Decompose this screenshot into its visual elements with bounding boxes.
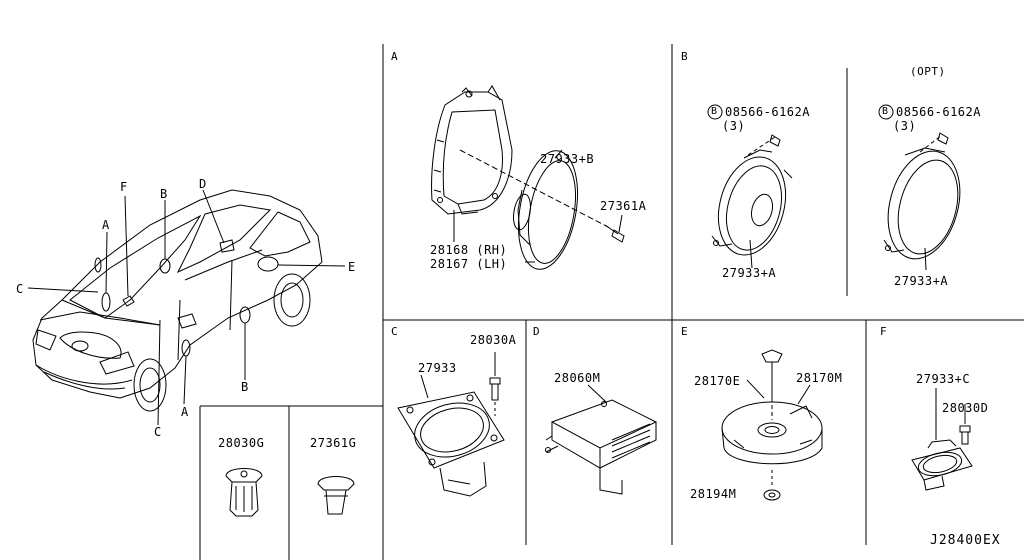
- section-b-letter: B: [681, 50, 688, 63]
- callout-b-bottom: B: [241, 380, 249, 394]
- section-d-drawing: [545, 384, 658, 495]
- part-27933-b: 27933+B: [540, 152, 595, 166]
- part-27933-a-right: 27933+A: [894, 274, 949, 288]
- section-f-letter: F: [880, 325, 887, 338]
- callout-e: E: [348, 260, 356, 274]
- section-f-drawing: [911, 388, 973, 491]
- section-d-letter: D: [533, 325, 540, 338]
- section-b-drawing: [711, 132, 961, 271]
- part-28030a: 28030A: [470, 333, 517, 347]
- section-g-drawing: [225, 468, 355, 517]
- part-27933-c: 27933+C: [916, 372, 971, 386]
- vehicle-overview: [27, 189, 346, 426]
- bolt-symbol-left: B: [711, 106, 718, 117]
- part-28030g: 28030G: [218, 436, 265, 450]
- part-08566-6162a-right: 08566-6162A: [896, 105, 981, 119]
- section-e-drawing: [721, 349, 823, 501]
- qty-left: (3): [722, 119, 746, 133]
- section-e-letter: E: [681, 325, 688, 338]
- callout-a-bottom: A: [181, 405, 189, 419]
- part-27933-a-left: 27933+A: [722, 266, 777, 280]
- part-28170m: 28170M: [796, 371, 843, 385]
- part-28168-rh: 28168 (RH): [430, 243, 508, 257]
- callout-c-left: C: [16, 282, 24, 296]
- section-grid: [199, 44, 1024, 560]
- part-27361a: 27361A: [600, 199, 647, 213]
- opt-label: (OPT): [910, 65, 946, 78]
- section-c-letter: C: [391, 325, 398, 338]
- part-28167-lh: 28167 (LH): [430, 257, 508, 271]
- callout-f: F: [120, 180, 128, 194]
- part-28194m: 28194M: [690, 487, 737, 501]
- callout-c-bottom: C: [154, 425, 162, 439]
- diagram-id: J28400EX: [930, 533, 1001, 548]
- callout-a-top: A: [102, 218, 110, 232]
- part-27933: 27933: [418, 361, 457, 375]
- part-28030d: 28030D: [942, 401, 989, 415]
- callout-d: D: [199, 177, 207, 191]
- callout-b-top: B: [160, 187, 168, 201]
- part-08566-6162a-left: 08566-6162A: [725, 105, 810, 119]
- part-28060m: 28060M: [554, 371, 601, 385]
- section-a-letter: A: [391, 50, 398, 63]
- part-27361g: 27361G: [310, 436, 357, 450]
- section-c-drawing: [397, 352, 505, 497]
- bolt-symbol-right: B: [882, 106, 889, 117]
- qty-right: (3): [893, 119, 917, 133]
- part-28170e: 28170E: [694, 374, 741, 388]
- section-a-drawing: [431, 85, 625, 270]
